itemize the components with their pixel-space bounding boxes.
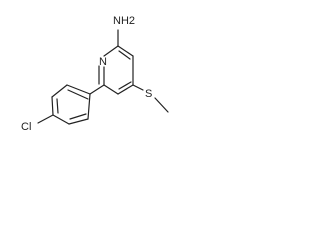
bond-ph2-ph3 xyxy=(51,84,68,98)
atom-label-chlorine: Cl xyxy=(21,121,31,133)
bond-ph3-ph4-double xyxy=(56,98,59,114)
bond-c3-c2 xyxy=(117,45,134,57)
bond-c6-phenyl xyxy=(89,84,105,95)
bond-ph6-ph1 xyxy=(87,93,91,120)
bond-c5-c4 xyxy=(117,84,134,95)
bond-ph4-ph5 xyxy=(52,114,70,125)
bond-c5-c4-double xyxy=(118,81,132,90)
bond-c3-c2-double xyxy=(118,50,131,60)
atom-label-ring-nitrogen: N xyxy=(99,56,107,68)
bond-c6-c5 xyxy=(103,84,119,95)
bond-ph3-ph4 xyxy=(51,96,54,116)
bond-ph4-chlorine xyxy=(37,114,54,124)
bond-ph1-ph2 xyxy=(66,84,91,95)
bond-ph1-ph2-double xyxy=(67,89,89,100)
bond-ph5-ph6 xyxy=(68,118,89,125)
bond-c4-sulfur xyxy=(132,84,144,91)
bond-sulfur-methyl xyxy=(154,97,169,113)
bond-ph5-ph6-double xyxy=(69,113,87,120)
bond-c2-n1 xyxy=(103,45,119,57)
atom-label-sulfur: S xyxy=(145,88,152,100)
atom-label-amine: NH2 xyxy=(113,15,135,27)
chemical-structure-diagram: NH2 N S Cl xyxy=(21,15,169,133)
